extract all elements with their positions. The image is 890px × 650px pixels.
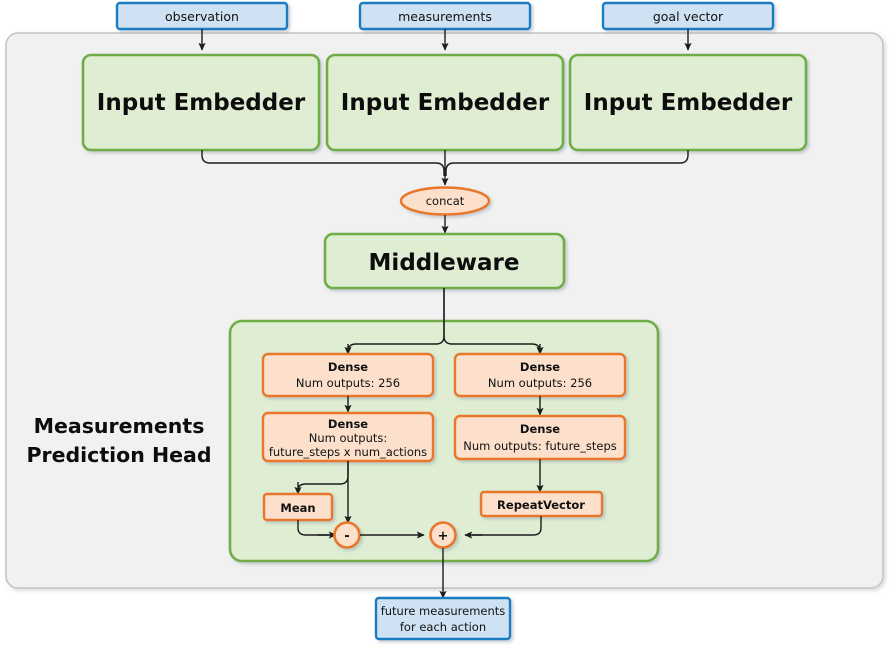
left-dense-2-line3: future_steps x num_actions	[269, 445, 427, 459]
left-dense-1-title: Dense	[328, 360, 368, 374]
right-dense-1-line2: Num outputs: 256	[488, 376, 592, 390]
middleware-node[interactable]: Middleware	[323, 232, 566, 290]
mean-node[interactable]: Mean	[262, 492, 334, 522]
input-goal-vector[interactable]: goal vector	[601, 1, 775, 31]
concat-node[interactable]: concat	[399, 186, 491, 216]
embedder-3-label: Input Embedder	[584, 90, 793, 116]
input-observation[interactable]: observation	[115, 1, 289, 31]
edge-repeatvector-to-plus	[472, 516, 542, 536]
right-dense-2[interactable]: Dense Num outputs: future_steps	[453, 414, 627, 461]
concat-ellipse[interactable]	[399, 186, 491, 216]
middleware-label: Middleware	[369, 250, 520, 276]
input-measurements-label: measurements	[398, 9, 492, 24]
edge-mean-to-minus	[297, 520, 329, 536]
embedder-1-box[interactable]	[81, 53, 321, 152]
embedder-1[interactable]: Input Embedder	[81, 53, 321, 152]
plus-label: +	[438, 529, 449, 544]
output-box[interactable]	[374, 596, 512, 641]
output-node[interactable]: future measurements for each action	[374, 596, 512, 641]
input-observation-label: observation	[165, 9, 239, 24]
concat-label: concat	[426, 194, 465, 208]
left-dense-2[interactable]: Dense Num outputs: future_steps x num_ac…	[261, 411, 435, 463]
right-dense-1[interactable]: Dense Num outputs: 256	[453, 352, 627, 398]
minus-circle[interactable]	[333, 521, 361, 549]
embedder-2-label: Input Embedder	[341, 90, 550, 116]
output-label-line1: future measurements	[381, 604, 506, 618]
right-dense-1-title: Dense	[520, 360, 560, 374]
output-label-line2: for each action	[400, 620, 486, 634]
right-dense-2-line2: Num outputs: future_steps	[463, 439, 617, 453]
left-dense-2-title: Dense	[328, 417, 368, 431]
head-caption-line1: Measurements	[34, 414, 205, 438]
mean-label: Mean	[280, 501, 315, 515]
embedder-1-label: Input Embedder	[97, 90, 306, 116]
left-dense-1-line2: Num outputs: 256	[296, 376, 400, 390]
repeat-vector-label: RepeatVector	[497, 498, 585, 512]
minus-label: -	[344, 529, 349, 544]
head-caption-line2: Prediction Head	[26, 443, 211, 467]
minus-operator[interactable]: -	[333, 521, 361, 549]
input-goal-vector-label: goal vector	[653, 9, 724, 24]
right-dense-2-title: Dense	[520, 422, 560, 436]
left-dense-2-line2: Num outputs:	[309, 431, 388, 445]
embedder-2[interactable]: Input Embedder	[325, 53, 565, 152]
left-dense-1[interactable]: Dense Num outputs: 256	[261, 352, 435, 398]
embedder-3[interactable]: Input Embedder	[568, 53, 808, 152]
input-measurements[interactable]: measurements	[358, 1, 532, 31]
plus-circle[interactable]	[429, 521, 457, 549]
repeat-vector-node[interactable]: RepeatVector	[479, 490, 604, 518]
plus-operator[interactable]: +	[429, 521, 457, 549]
